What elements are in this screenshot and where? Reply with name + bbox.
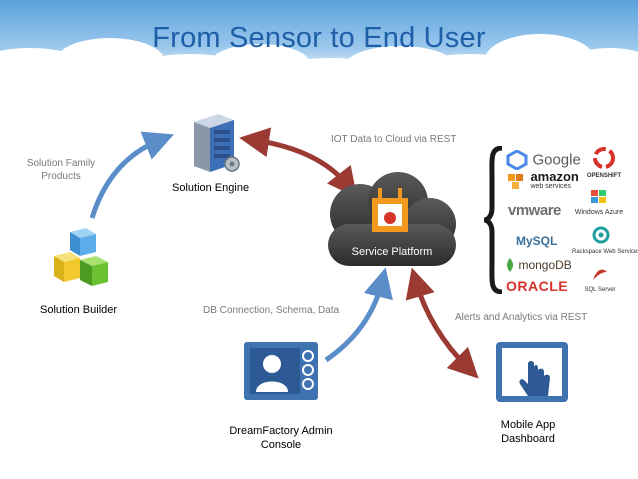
- google-text: Google: [532, 151, 581, 169]
- sqlserver-icon: [593, 269, 607, 280]
- arrow-console-to-cloud: [324, 267, 393, 363]
- amazon-sub-text: web services: [530, 183, 571, 190]
- mongodb-leaf-icon: [507, 257, 513, 272]
- mongodb-text: mongoDB: [518, 257, 572, 272]
- solution-engine-label: Solution Engine: [172, 182, 250, 194]
- solution-builder-label: Solution Builder: [40, 304, 118, 316]
- mongodb-logo: mongoDB: [506, 256, 572, 274]
- alerts-edge-label: Alerts and Analytics via REST: [455, 312, 588, 323]
- service-platform-label: Service Platform: [351, 246, 433, 258]
- db-edge-label: DB Connection, Schema, Data: [203, 305, 340, 316]
- rackspace-logo: Rackspace Web Services: [572, 226, 638, 255]
- iot-edge-label: IOT Data to Cloud via REST: [331, 134, 457, 145]
- sqlserver-logo: SQL Server: [580, 266, 620, 293]
- admin-console-icon: [244, 342, 318, 400]
- tablet-touch-icon: [496, 342, 568, 402]
- google-cloud-icon: [506, 149, 528, 171]
- service-platform-logo-icon: [372, 188, 408, 232]
- admin-console-label: DreamFactory Admin Console: [229, 425, 333, 451]
- mysql-text: MySQL: [516, 234, 558, 248]
- windows-flag-icon: [591, 190, 606, 203]
- rackspace-text: Rackspace Web Services: [572, 249, 638, 255]
- openshift-logo: OPENSHIFT: [584, 146, 624, 179]
- vmware-text: vmware: [508, 202, 561, 219]
- rackspace-icon: [592, 226, 610, 244]
- arrow-engine-cloud: [239, 127, 358, 198]
- page-title: From Sensor to End User: [152, 22, 486, 54]
- openshift-icon: [593, 147, 615, 169]
- mysql-logo: MySQL: [516, 232, 557, 250]
- oracle-logo: ORACLE: [506, 278, 568, 296]
- arrow-builder-to-engine: [89, 131, 174, 219]
- brace-icon: [483, 146, 503, 294]
- cubes-icon: [54, 228, 108, 286]
- windows-azure-text: Windows Azure: [574, 209, 624, 216]
- vmware-logo: vmware: [508, 202, 561, 220]
- sqlserver-text: SQL Server: [584, 287, 616, 293]
- openshift-text: OPENSHIFT: [586, 173, 622, 179]
- amazon-text: amazon: [530, 169, 579, 184]
- aws-cubes-icon: [508, 174, 523, 189]
- oracle-text: ORACLE: [506, 278, 569, 294]
- arrow-cloud-mobile: [405, 267, 479, 379]
- windows-azure-logo: Windows Azure: [570, 190, 628, 216]
- server-icon: [194, 114, 240, 172]
- solution-family-label: Solution Family Products: [26, 158, 96, 182]
- mobile-dashboard-label: Mobile App Dashboard: [500, 419, 556, 445]
- google-logo: Google: [506, 149, 581, 171]
- amazon-logo: amazon web services: [506, 169, 579, 192]
